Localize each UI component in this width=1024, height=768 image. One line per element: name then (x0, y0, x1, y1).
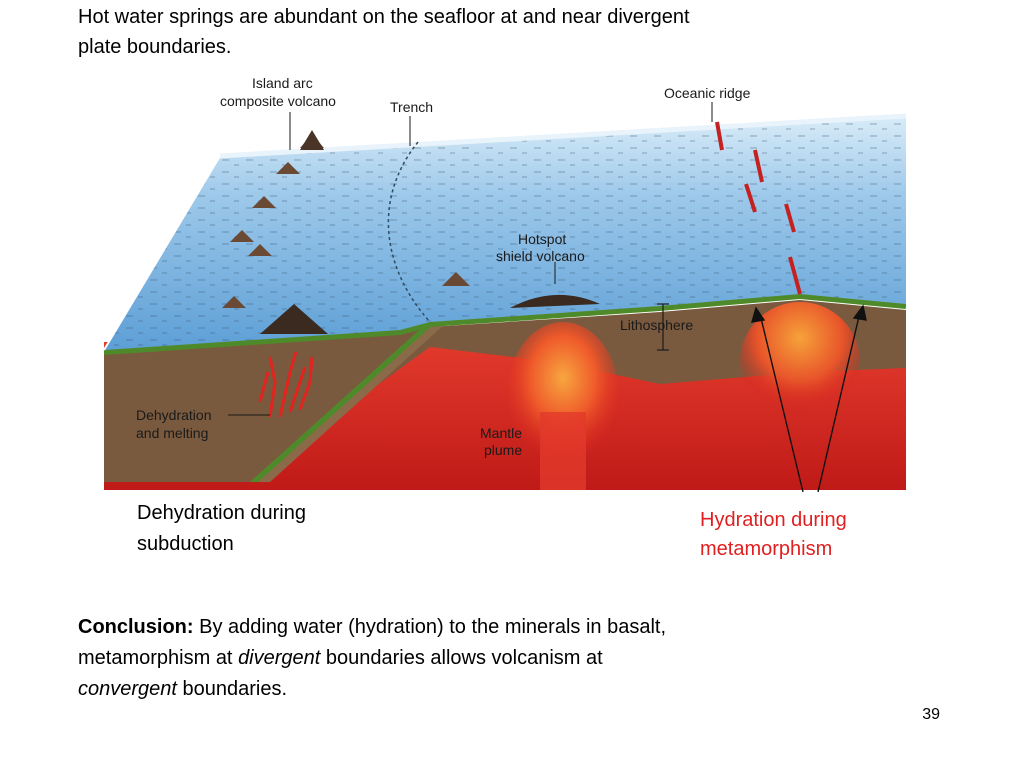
conclusion-label: Conclusion: (78, 616, 194, 638)
oceanic-crust (103, 292, 906, 355)
trench-line (387, 141, 431, 323)
label-mantle: Mantle (480, 425, 522, 441)
ocean-texture (104, 116, 906, 350)
label-plume: plume (484, 442, 522, 458)
label-island-arc: Island arc (252, 75, 313, 91)
ocean-surface (219, 113, 906, 159)
lithosphere-bracket (657, 303, 669, 351)
conclusion-paragraph: Conclusion: By adding water (hydration) … (78, 612, 678, 705)
mantle-plume (508, 322, 618, 462)
label-trench: Trench (390, 99, 433, 115)
hydration-arrows (751, 304, 867, 492)
conclusion-text-3: boundaries. (176, 678, 288, 700)
conclusion-text-2: boundaries allows volcanism at (320, 647, 603, 669)
ridge-upwelling (740, 302, 860, 422)
seamount (442, 272, 470, 286)
conclusion-convergent: convergent (78, 678, 177, 700)
label-composite-volcano: composite volcano (220, 93, 336, 109)
slide-number: 39 (922, 706, 940, 723)
label-dehydration: Dehydration (136, 407, 212, 423)
label-and-melting: and melting (136, 425, 208, 441)
label-leaders (228, 102, 713, 416)
melting-streaks (258, 351, 314, 418)
label-lithosphere: Lithosphere (620, 317, 693, 333)
conclusion-text-1: By adding water (hydration) to the miner… (78, 616, 667, 669)
label-hotspot: Hotspot (518, 231, 566, 247)
slide-heading: Hot water springs are abundant on the se… (78, 6, 690, 58)
caption-hydration: Hydration during metamorphism (700, 509, 847, 560)
plate-tectonics-diagram: Island arc composite volcano Trench Ocea… (100, 72, 906, 492)
conclusion-divergent: divergent (238, 647, 321, 669)
caption-dehydration: Dehydration during subduction (137, 502, 306, 555)
arc-volcano-top (300, 130, 324, 150)
hotspot-volcano (510, 294, 600, 308)
label-shield-volcano: shield volcano (496, 248, 585, 264)
plume-stem (540, 412, 586, 490)
ocean-left-edge (103, 155, 221, 351)
label-oceanic-ridge: Oceanic ridge (664, 85, 751, 101)
slab-crust (250, 322, 435, 482)
composite-volcano (260, 304, 328, 334)
ridge-faults (715, 121, 802, 295)
